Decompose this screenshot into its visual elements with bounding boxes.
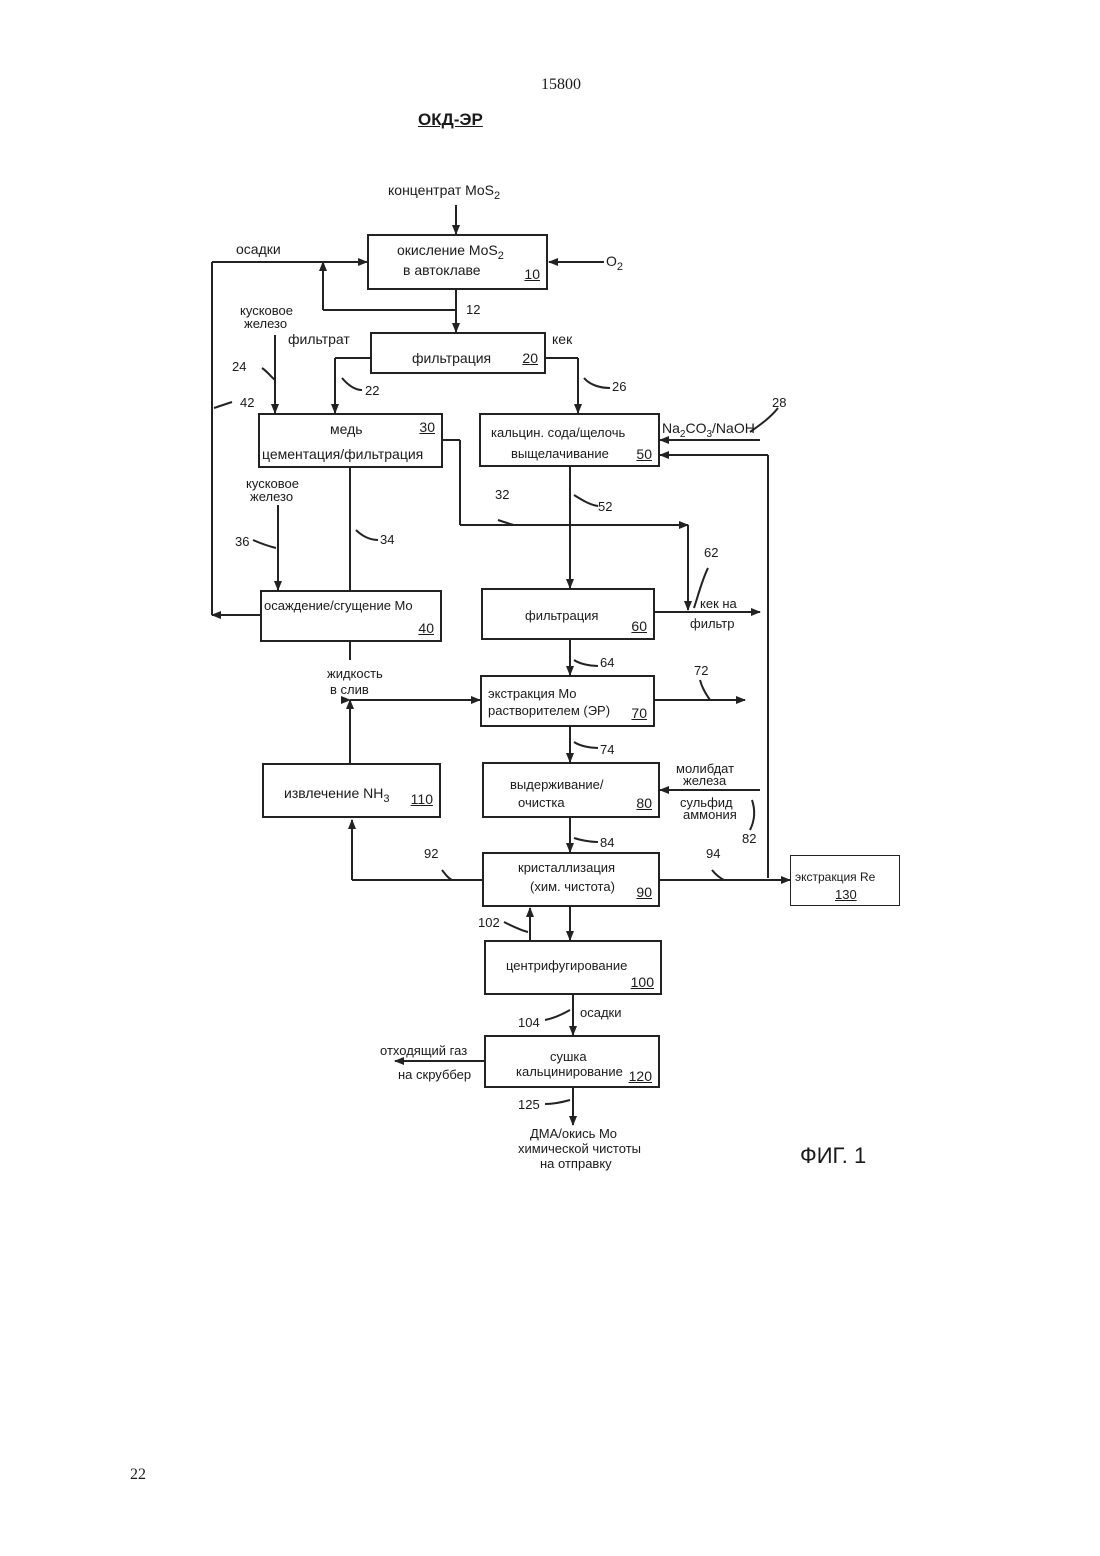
- stream-82: 82: [742, 832, 756, 845]
- box-120-line1: сушка: [550, 1049, 587, 1064]
- stream-12: 12: [466, 303, 480, 316]
- box-30-line2: цементация/фильтрация: [262, 446, 423, 462]
- box-20-number: 20: [522, 350, 538, 366]
- box-40-line1: осаждение/сгущение Mo: [264, 598, 413, 613]
- box-90-line1: кристаллизация: [518, 860, 615, 875]
- box-110-line1: извлечение NH3: [284, 785, 390, 805]
- label-filtrate: фильтрат: [288, 333, 350, 346]
- box-drying-calcination: сушка кальцинирование 120: [484, 1035, 660, 1088]
- stream-72: 72: [694, 664, 708, 677]
- stream-84: 84: [600, 836, 614, 849]
- label-offgas-a: отходящий газ: [380, 1044, 467, 1057]
- label-cake: кек: [552, 333, 572, 346]
- stream-36: 36: [235, 535, 249, 548]
- box-10-line1: окисление MoS2: [397, 242, 504, 262]
- box-mo-precipitation: осаждение/сгущение Mo 40: [260, 590, 442, 642]
- box-70-line2: растворителем (ЭР): [488, 703, 610, 718]
- box-130-line1: экстракция Re: [795, 870, 875, 884]
- box-nh3-recovery: извлечение NH3 110: [262, 763, 441, 818]
- stream-92: 92: [424, 847, 438, 860]
- box-80-line2: очистка: [518, 795, 565, 810]
- stream-42: 42: [240, 396, 254, 409]
- figure-label: ФИГ. 1: [800, 1143, 866, 1169]
- box-soda-leaching: кальцин. сода/щелочь выщелачивание 50: [479, 413, 660, 467]
- box-80-line1: выдерживание/: [510, 777, 604, 792]
- label-lump-iron-2-b: железо: [250, 490, 293, 503]
- box-copper-cementation: медь 30 цементация/фильтрация: [258, 413, 443, 468]
- stream-22: 22: [365, 384, 379, 397]
- box-centrifugation: центрифугирование 100: [484, 940, 662, 995]
- stream-94: 94: [706, 847, 720, 860]
- label-product-b: химической чистоты: [518, 1142, 641, 1155]
- stream-62: 62: [704, 546, 718, 559]
- stream-102: 102: [478, 916, 500, 929]
- box-120-line2: кальцинирование: [516, 1064, 623, 1079]
- box-solvent-extraction: экстракция Mo растворителем (ЭР) 70: [480, 675, 655, 727]
- box-120-number: 120: [629, 1068, 652, 1084]
- box-50-line2: выщелачивание: [511, 446, 609, 461]
- stream-34: 34: [380, 533, 394, 546]
- box-40-number: 40: [418, 620, 434, 636]
- box-filtration-20: фильтрация 20: [370, 332, 546, 374]
- box-20-line1: фильтрация: [412, 350, 491, 366]
- label-offgas-b: на скруббер: [398, 1068, 471, 1081]
- stream-32: 32: [495, 488, 509, 501]
- box-autoclave-oxidation: окисление MoS2 в автоклаве 10: [367, 234, 548, 290]
- label-product-a: ДМА/окись Mo: [530, 1127, 617, 1140]
- box-30-line1: медь: [330, 421, 363, 437]
- box-100-number: 100: [631, 974, 654, 990]
- box-90-number: 90: [636, 884, 652, 900]
- box-10-line2: в автоклаве: [403, 262, 481, 278]
- stream-104: 104: [518, 1016, 540, 1029]
- box-130-number: 130: [835, 887, 857, 902]
- label-ammonium-sulfide-b: аммония: [683, 808, 737, 821]
- label-liquid-drain-a: жидкость: [327, 667, 383, 680]
- box-30-number: 30: [419, 419, 435, 435]
- label-product-c: на отправку: [540, 1157, 612, 1170]
- box-50-number: 50: [636, 446, 652, 462]
- box-70-number: 70: [631, 705, 647, 721]
- label-lump-iron-1-b: железо: [244, 317, 287, 330]
- box-rhenium-extraction: экстракция Re 130: [790, 855, 900, 906]
- box-10-number: 10: [524, 266, 540, 282]
- reagent-soda-label: Na2CO3/NaOH: [662, 422, 755, 441]
- box-aging-purification: выдерживание/ очистка 80: [482, 762, 660, 818]
- oxygen-label: O2: [606, 255, 623, 274]
- box-50-line1: кальцин. сода/щелочь: [491, 425, 625, 440]
- box-90-line2: (хим. чистота): [530, 879, 615, 894]
- stream-28: 28: [772, 396, 786, 409]
- box-70-line1: экстракция Mo: [488, 686, 577, 701]
- box-60-line1: фильтрация: [525, 608, 598, 623]
- stream-24: 24: [232, 360, 246, 373]
- label-iron-molybdate-b: железа: [683, 774, 726, 787]
- box-100-line1: центрифугирование: [506, 958, 627, 973]
- stream-125: 125: [518, 1098, 540, 1111]
- stream-26: 26: [612, 380, 626, 393]
- label-cake-to-filter-b: фильтр: [690, 617, 734, 630]
- box-filtration-60: фильтрация 60: [481, 588, 655, 640]
- stream-64: 64: [600, 656, 614, 669]
- label-cake-to-filter-a: кек на: [700, 597, 737, 610]
- box-80-number: 80: [636, 795, 652, 811]
- box-crystallization: кристаллизация (хим. чистота) 90: [482, 852, 660, 907]
- stream-74: 74: [600, 743, 614, 756]
- label-liquid-drain-b: в слив: [330, 683, 369, 696]
- label-sediments-bottom: осадки: [580, 1006, 622, 1019]
- box-110-number: 110: [411, 791, 433, 807]
- box-60-number: 60: [631, 618, 647, 634]
- stream-52: 52: [598, 500, 612, 513]
- label-sediments-top: осадки: [236, 243, 281, 256]
- input-concentrate-label: концентрат MoS2: [388, 184, 500, 203]
